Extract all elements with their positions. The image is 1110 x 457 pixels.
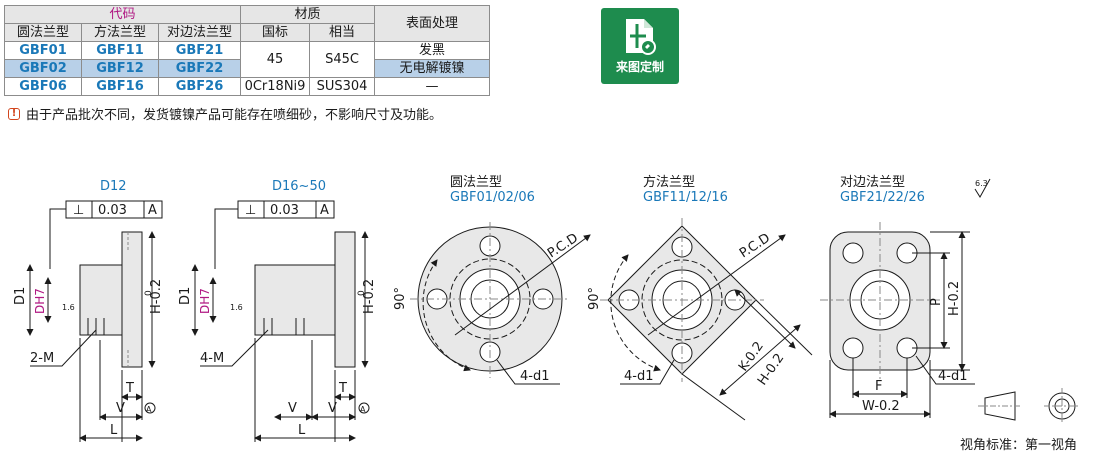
code-cell: GBF01: [4, 41, 82, 60]
header-code: 代码: [4, 5, 241, 24]
perpendicularity-symbol: ⊥: [73, 203, 84, 218]
spec-table: 代码 材质 表面处理 圆法兰型 方法兰型 对边法兰型 国标 相当 GBF01 G…: [4, 5, 490, 96]
badge-label: 来图定制: [615, 60, 664, 74]
roughness-main: 6.3: [975, 179, 988, 188]
code-cell: GBF22: [158, 59, 241, 78]
t-label: T: [338, 381, 347, 396]
surface-cell: 发黑: [374, 41, 490, 60]
t-label: T: [125, 381, 134, 396]
tolerance-value: 0.03: [98, 203, 127, 218]
f-label: F: [875, 379, 882, 394]
d1-label: D1: [178, 287, 193, 305]
pcd-label: P.C.D: [545, 231, 581, 262]
h-upper-tol: 0: [144, 290, 154, 296]
code-cell: GBF02: [4, 59, 82, 78]
projection-label: 视角标准：第一视角: [960, 438, 1077, 453]
round-title: 圆法兰型: [450, 175, 502, 190]
subheader-gb: 国标: [240, 23, 310, 42]
d12-title: D12: [100, 179, 127, 194]
thread-2m-label: 2-M: [30, 351, 54, 366]
dh7-label: DH7: [198, 288, 212, 314]
angle-90-label: 90°: [587, 287, 602, 310]
table-row: GBF01 GBF11 GBF21 45 S45C 发黑: [4, 41, 490, 78]
surface-cell: 无电解镀镍: [374, 59, 490, 78]
table-row: GBF02 GBF12 GBF22 无电解镀镍: [4, 59, 490, 78]
datum-label: A: [320, 203, 329, 218]
l-label: L: [110, 423, 118, 438]
dh7-label: DH7: [33, 288, 47, 314]
opp-title: 对边法兰型: [840, 175, 905, 190]
square-flange-view: 方法兰型 GBF11/12/16 P.C.D 90° K-0.2 H-0.2 4…: [587, 174, 813, 421]
material-equiv-cell: SUS304: [309, 77, 375, 96]
p-label: P: [929, 298, 944, 306]
code-cell: GBF06: [4, 77, 82, 96]
side-view-d12: D12 ⊥ 0.03 A D1 DH7 1.6 H-0.2 0 2-M T V …: [13, 179, 164, 442]
round-codes: GBF01/02/06: [450, 190, 535, 205]
w-label: W-0.2: [862, 399, 900, 414]
h-label: H-0.2: [362, 279, 377, 314]
v-label: V: [328, 401, 337, 416]
opposite-flange-view: 对边法兰型 GBF21/22/26 6.3 P H-0.2 F W-0.2 4-…: [820, 175, 991, 418]
hole-4d1-label: 4-d1: [938, 369, 968, 384]
v-label: V: [288, 401, 297, 416]
notice-icon: !: [8, 107, 20, 120]
subheader-round: 圆法兰型: [4, 23, 82, 42]
header-material: 材质: [240, 5, 375, 24]
d1-label: D1: [13, 287, 28, 305]
d16-title: D16~50: [272, 179, 326, 194]
round-flange-view: 圆法兰型 GBF01/02/06 P.C.D 90° 4-d1: [393, 175, 591, 385]
tolerance-value: 0.03: [270, 203, 299, 218]
l-label: L: [298, 423, 306, 438]
angle-90-label: 90°: [393, 287, 408, 310]
h-upper-tol: 0: [357, 290, 367, 296]
square-title: 方法兰型: [643, 174, 695, 190]
code-cell: GBF12: [81, 59, 159, 78]
perpendicularity-symbol: ⊥: [245, 203, 256, 218]
note-text: 由于产品批次不同，发货镀镍产品可能存在喷细砂，不影响尺寸及功能。: [26, 108, 443, 123]
material-gb-cell: 0Cr18Ni9: [240, 77, 310, 96]
hole-4d1-label: 4-d1: [520, 369, 550, 384]
first-angle-projection-symbol: 视角标准：第一视角: [960, 388, 1080, 453]
roughness-bore: 1.6: [62, 303, 75, 312]
v-label: V: [116, 401, 125, 416]
datum-a-circle: A: [360, 405, 366, 414]
subheader-opposite: 对边法兰型: [158, 23, 241, 42]
custom-drawing-badge[interactable]: 来图定制: [601, 8, 679, 84]
datum-label: A: [148, 203, 157, 218]
material-equiv-cell: S45C: [309, 41, 375, 78]
custom-drawing-icon: [626, 19, 656, 55]
roughness-bore: 1.6: [230, 303, 243, 312]
product-note: ! 由于产品批次不同，发货镀镍产品可能存在喷细砂，不影响尺寸及功能。: [8, 104, 442, 123]
h-label: H-0.2: [947, 281, 962, 316]
table-row: GBF06 GBF16 GBF26 0Cr18Ni9 SUS304 —: [4, 77, 490, 96]
opp-codes: GBF21/22/26: [840, 190, 925, 205]
h-label: H-0.2: [149, 279, 164, 314]
thread-4m-label: 4-M: [200, 351, 224, 366]
code-cell: GBF16: [81, 77, 159, 96]
datum-a-circle: A: [146, 405, 152, 414]
square-codes: GBF11/12/16: [643, 190, 728, 205]
surface-cell: —: [374, 77, 490, 96]
hole-4d1-label: 4-d1: [624, 369, 654, 384]
side-view-d16-50: D16~50 ⊥ 0.03 A D1 DH7 1.6 H-0.2 0 4-M T…: [178, 179, 377, 442]
